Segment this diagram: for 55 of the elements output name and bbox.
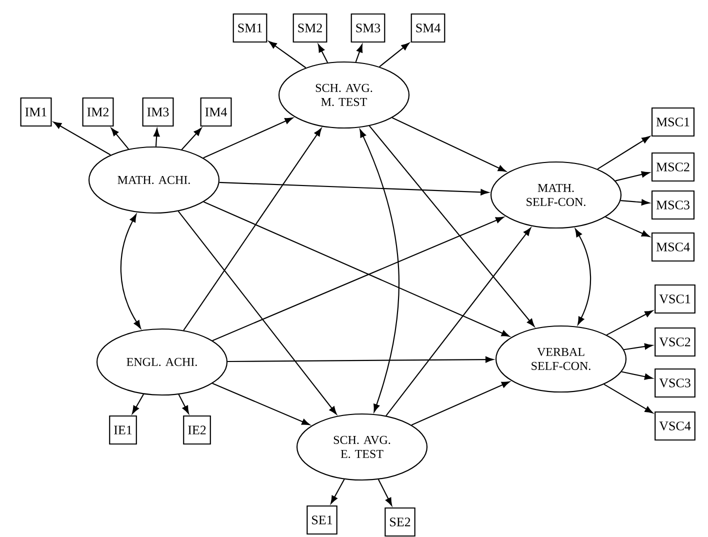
arrow — [212, 382, 310, 426]
indicator-box: MSC2 — [651, 152, 695, 182]
arrow — [53, 122, 111, 156]
arrow — [620, 199, 650, 206]
arrow — [622, 371, 653, 380]
indicator-box: IE2 — [183, 415, 211, 445]
indicator-box: MSC4 — [651, 232, 695, 262]
arrow — [330, 479, 345, 504]
arrow — [219, 182, 489, 196]
arrow — [110, 128, 129, 150]
arrow — [178, 210, 337, 414]
indicator-box: MSC1 — [651, 107, 695, 137]
arrow — [132, 394, 144, 414]
indicator-box: IM1 — [20, 97, 52, 127]
arrow — [268, 41, 306, 68]
arrow — [392, 117, 506, 172]
curved-arrow — [575, 228, 592, 325]
indicator-box: IM3 — [142, 97, 174, 127]
arrow — [379, 42, 410, 68]
indicator-box: VSC1 — [654, 284, 696, 314]
indicator-box: SE2 — [384, 507, 416, 537]
curved-arrow — [120, 214, 141, 329]
indicator-box: IM2 — [82, 97, 114, 127]
arrow — [153, 128, 160, 146]
indicator-box: SM2 — [292, 13, 328, 43]
arrow — [178, 394, 189, 414]
indicator-box: IM4 — [200, 97, 232, 127]
curved-arrow — [360, 129, 400, 412]
indicator-box: SE1 — [306, 505, 338, 535]
arrow — [181, 128, 202, 150]
arrow — [386, 228, 532, 416]
arrow — [228, 356, 494, 363]
arrow — [604, 384, 654, 414]
arrow — [355, 44, 363, 62]
arrow — [378, 479, 392, 506]
arrow — [597, 136, 650, 170]
indicator-box: VSC4 — [654, 411, 696, 441]
arrow — [606, 310, 653, 336]
arrow — [204, 201, 510, 337]
indicator-box: SM3 — [350, 13, 386, 43]
arrow — [369, 126, 535, 327]
arrow — [212, 216, 504, 342]
indicator-box: VSC2 — [654, 327, 696, 357]
arrow — [624, 343, 653, 350]
arrow — [411, 381, 510, 426]
arrow — [605, 216, 650, 237]
indicator-box: IE1 — [109, 415, 137, 445]
arrow — [183, 128, 322, 331]
indicator-box: MSC3 — [651, 190, 695, 220]
arrow — [318, 44, 328, 63]
indicator-box: SM4 — [410, 13, 446, 43]
arrow — [615, 171, 650, 182]
indicator-box: SM1 — [232, 13, 268, 43]
indicator-box: VSC3 — [654, 368, 696, 398]
arrow — [203, 118, 293, 158]
